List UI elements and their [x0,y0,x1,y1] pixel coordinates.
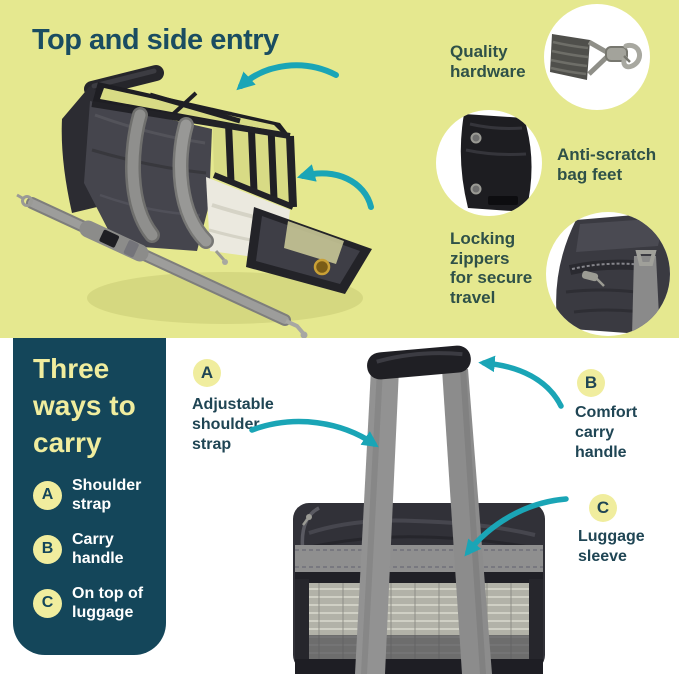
callout-c-badge: C [589,494,617,522]
bag-feet-illustration [460,114,532,212]
carrier-front-illustration [293,345,545,674]
callout-c-label: Luggage sleeve [578,528,645,565]
carry-options-list: A Shoulder strap B Carry handle C On top… [33,476,143,638]
carrier-front-body [293,503,545,674]
panel-title: Three ways to carry [33,353,136,458]
carry-option-carry-handle: B Carry handle [33,530,143,568]
feature-label-anti-scratch: Anti-scratch bag feet [557,145,657,184]
option-c-badge: C [33,588,62,618]
feature-photo-zipper-circle [546,212,670,336]
top-entry-arrow-icon [236,62,339,91]
option-a-label: Shoulder strap [72,477,142,513]
option-c-label: On top of luggage [72,585,144,621]
top-title: Top and side entry [32,24,279,56]
bottom-section: Three ways to carry A Shoulder strap B C… [0,338,679,674]
feature-photo-feet-circle [436,110,542,216]
carry-option-luggage: C On top of luggage [33,584,143,622]
callout-b-badge: B [577,369,605,397]
top-section: Top and side entry [0,0,679,338]
option-b-label: Carry handle [72,531,124,567]
hardware-clip-illustration [550,34,642,80]
option-a-badge: A [33,480,62,510]
carrier-open-illustration [16,62,374,338]
carrier-body [61,65,372,294]
shoulder-strap-illustration [16,193,308,338]
side-entry-arrow-icon [296,164,374,210]
callout-a-label: Adjustable shoulder strap [192,396,274,453]
carrier-handle [367,345,471,380]
feature-photo-hardware-circle [544,4,650,110]
callout-b-label: Comfort carry handle [575,404,638,461]
feature-label-locking-zippers: Locking zippers for secure travel [450,229,533,308]
three-ways-panel: Three ways to carry A Shoulder strap B C… [13,338,166,655]
feature-label-quality-hardware: Quality hardware [450,42,526,81]
carry-option-shoulder-strap: A Shoulder strap [33,476,143,514]
option-b-badge: B [33,534,62,564]
callout-a-badge: A [193,359,221,387]
zipper-corner-illustration [556,212,670,336]
